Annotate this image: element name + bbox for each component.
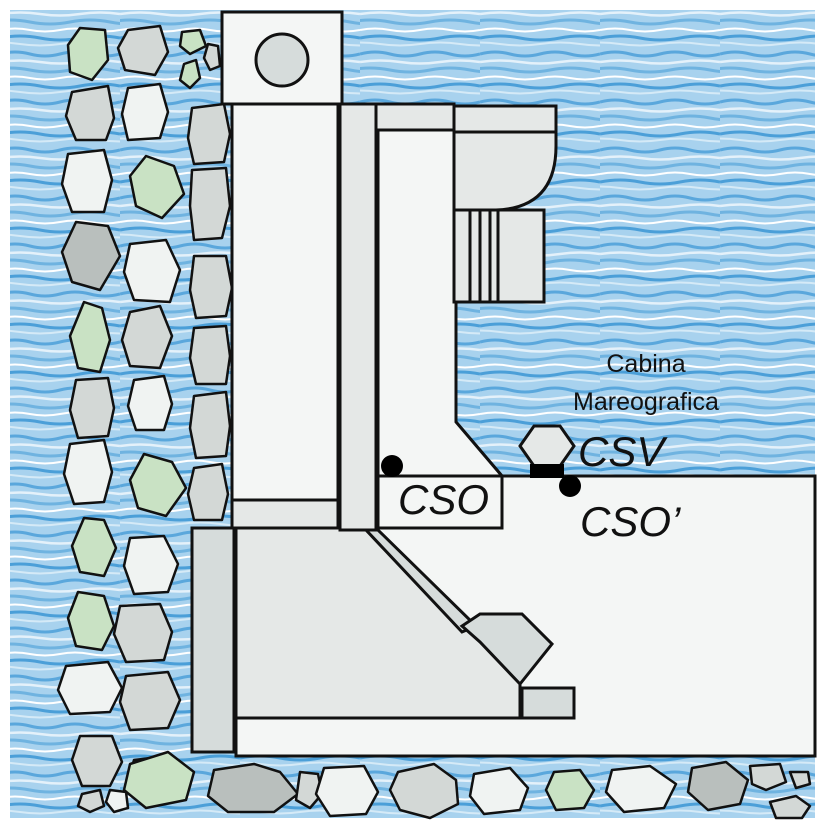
- rock: [186, 102, 232, 166]
- cabin-label-line2: Mareografica: [573, 388, 719, 416]
- vertical-wall: [230, 102, 340, 502]
- rock: [116, 24, 170, 77]
- inner-caisson-lower: [376, 474, 504, 530]
- rock: [112, 602, 174, 664]
- rock: [122, 750, 196, 810]
- rock: [60, 148, 114, 214]
- rock: [120, 82, 170, 142]
- rock: [70, 734, 124, 788]
- rock: [70, 516, 118, 578]
- rock: [120, 304, 174, 370]
- rock: [128, 154, 186, 220]
- rock: [768, 794, 812, 820]
- rock-revetment: [56, 24, 812, 820]
- rock: [188, 254, 234, 320]
- rock: [118, 670, 182, 732]
- rock: [178, 58, 202, 90]
- rock: [68, 376, 116, 440]
- rock: [202, 42, 222, 72]
- rock: [68, 300, 112, 374]
- tide-gauge-cabin: Cabina Mareografica: [518, 350, 719, 478]
- pier-structure: [190, 10, 817, 758]
- station-label-cso-prime: CSO’: [580, 498, 681, 545]
- rock: [186, 462, 230, 522]
- column-cap: [374, 102, 456, 132]
- bollard-block: [220, 10, 344, 106]
- cabin-base: [530, 464, 564, 478]
- foundation-pillar: [190, 526, 236, 754]
- stations: CSO CSO’ CSV: [381, 428, 681, 545]
- rock: [60, 220, 122, 292]
- rock: [206, 762, 300, 814]
- rock: [314, 764, 380, 818]
- cabin-label-line1: Cabina: [606, 350, 685, 378]
- station-label-cso: CSO: [398, 476, 489, 523]
- wall-base-band: [230, 498, 340, 530]
- cabin-hexagon-icon: [518, 424, 576, 468]
- rock: [188, 324, 232, 386]
- rock: [66, 590, 116, 652]
- rock: [294, 770, 324, 810]
- rock: [748, 762, 788, 792]
- bollard-icon: [254, 32, 310, 88]
- rock: [388, 762, 460, 820]
- rock: [544, 768, 596, 812]
- rock: [788, 770, 812, 790]
- rock: [64, 84, 116, 142]
- inner-column: [338, 102, 378, 532]
- rock: [128, 452, 188, 518]
- rock: [122, 534, 180, 596]
- rock: [686, 760, 750, 812]
- rock: [104, 788, 130, 814]
- rock: [66, 26, 110, 82]
- station-marker-cso: [381, 455, 403, 477]
- rock: [56, 660, 124, 716]
- rock: [188, 166, 232, 242]
- rock: [468, 766, 530, 816]
- toe-block: [520, 686, 576, 720]
- rock: [188, 390, 232, 460]
- station-marker-cso-prime: [559, 475, 581, 497]
- station-label-csv: CSV: [578, 428, 668, 475]
- rock: [122, 238, 182, 304]
- stair-cap: [452, 104, 558, 134]
- fender-block: [459, 612, 555, 687]
- rock: [126, 374, 174, 432]
- rock: [178, 28, 208, 56]
- rock: [604, 764, 678, 814]
- rock: [62, 438, 114, 506]
- rock: [76, 788, 106, 814]
